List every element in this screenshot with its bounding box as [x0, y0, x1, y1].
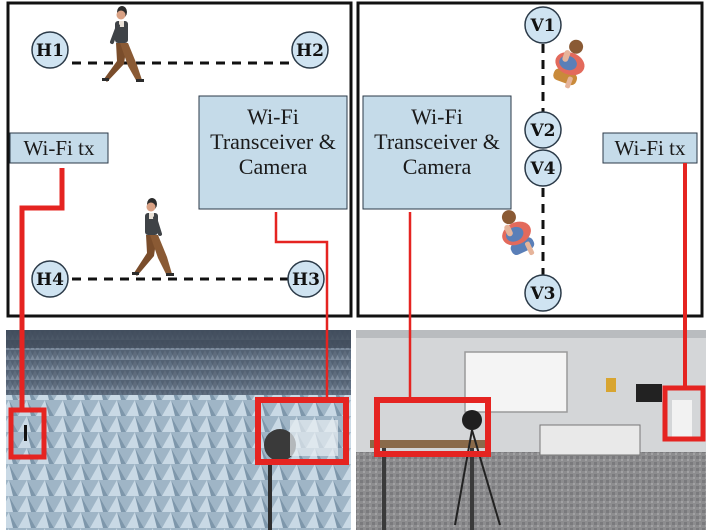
wifi-tx-label: Wi-Fi tx — [24, 136, 95, 160]
node-v1-label: V1 — [529, 16, 555, 36]
highlight-left-tx — [8, 407, 47, 460]
transceiver-label-line1: Wi-Fi — [411, 104, 463, 129]
walking-person-icon — [132, 198, 174, 276]
wifi-tx-box: Wi-Fi tx — [9, 132, 109, 164]
camera-on-tripod — [462, 410, 482, 430]
connector-left-tx — [19, 168, 65, 410]
lab-room-photo — [356, 330, 706, 530]
connector-left-transceiver — [274, 212, 329, 400]
highlight-right-transceiver — [374, 397, 491, 457]
node-h1: H1 — [31, 31, 69, 69]
transceiver-label-line3: Camera — [239, 154, 308, 179]
transceiver-label-line2: Transceiver & — [374, 129, 500, 154]
left-layout-panel: H1 H2 H4 H3 Wi-Fi Transceiver & Camera W… — [6, 1, 353, 318]
wifi-tx-box: Wi-Fi tx — [602, 132, 698, 164]
person-topdown-icon — [553, 39, 585, 89]
node-v1: V1 — [524, 6, 562, 44]
node-v3-label: V3 — [529, 284, 555, 304]
node-v4-label: V4 — [529, 159, 555, 179]
photo-correspondence-markers — [8, 163, 706, 465]
highlight-left-transceiver — [255, 397, 349, 465]
node-v3: V3 — [524, 274, 562, 312]
node-h1-label: H1 — [36, 41, 64, 61]
node-v4: V4 — [524, 149, 562, 187]
right-layout-panel: V1 V2 V4 V3 Wi-Fi Transceiver & Camera W… — [356, 1, 704, 318]
transceiver-label-line3: Camera — [403, 154, 472, 179]
antenna-turntable — [264, 429, 296, 461]
node-h2-label: H2 — [296, 41, 324, 61]
node-v2-label: V2 — [529, 121, 555, 141]
transceiver-camera-box: Wi-Fi Transceiver & Camera — [362, 95, 512, 210]
node-h3: H3 — [287, 260, 325, 298]
node-h4: H4 — [31, 260, 69, 298]
highlight-right-tx — [662, 385, 706, 442]
transceiver-label-line2: Transceiver & — [210, 129, 336, 154]
transceiver-camera-box: Wi-Fi Transceiver & Camera — [198, 95, 348, 210]
wifi-tx-label: Wi-Fi tx — [615, 136, 686, 160]
walking-person-icon — [102, 6, 144, 82]
node-v2: V2 — [524, 111, 562, 149]
person-topdown-icon — [501, 210, 535, 256]
transceiver-label-line1: Wi-Fi — [247, 104, 299, 129]
anechoic-chamber-photo — [6, 330, 351, 530]
node-h2: H2 — [291, 31, 329, 69]
node-h4-label: H4 — [36, 270, 64, 290]
node-h3-label: H3 — [292, 270, 320, 290]
